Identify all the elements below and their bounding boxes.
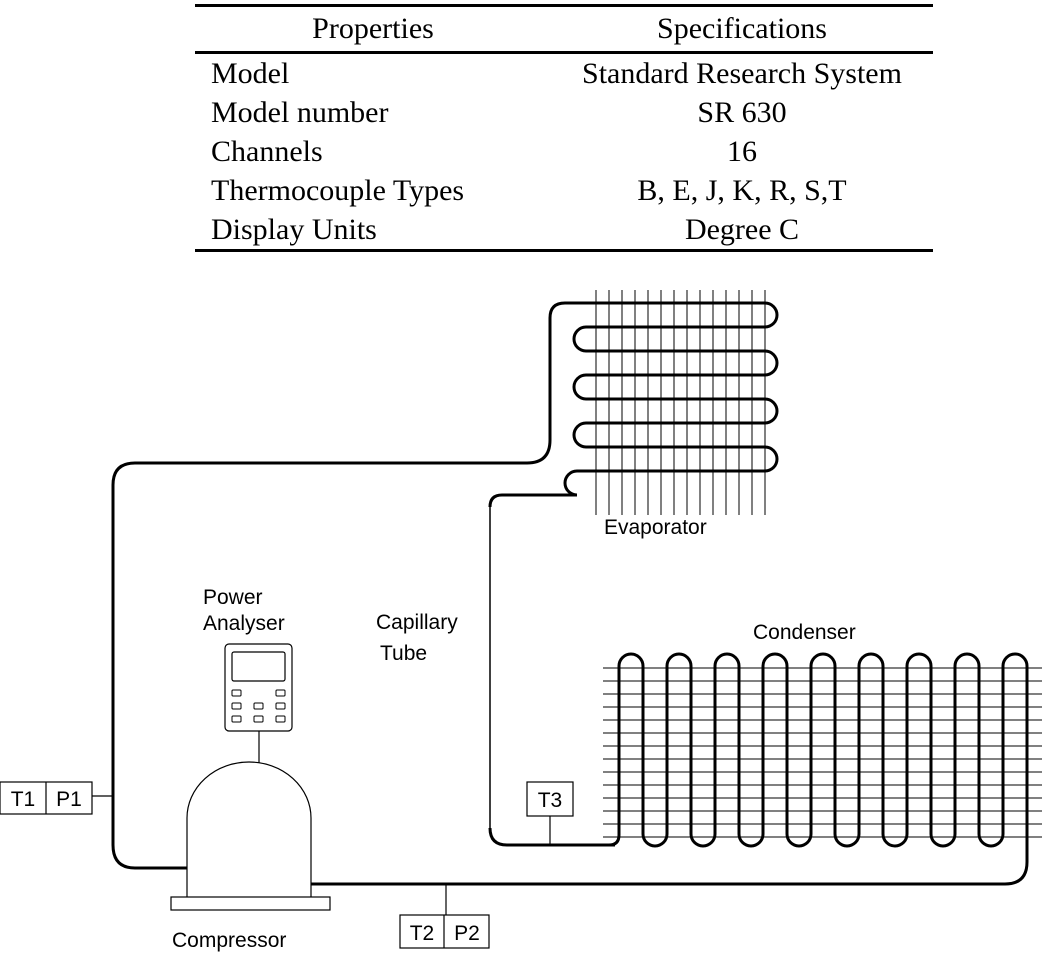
suction-line bbox=[111, 301, 779, 870]
header-properties: Properties bbox=[195, 4, 551, 54]
compressor-label: Compressor bbox=[172, 929, 286, 952]
row-value: 16 bbox=[727, 135, 757, 168]
compressor bbox=[170, 761, 331, 911]
p1-label: P1 bbox=[56, 788, 82, 811]
row-value: SR 630 bbox=[697, 96, 787, 129]
table-header-row: Properties Specifications bbox=[195, 4, 933, 54]
row-property: Model number bbox=[211, 96, 389, 129]
row-property: Display Units bbox=[195, 210, 551, 252]
sensor-t1-p1: T1 P1 bbox=[0, 781, 113, 815]
discharge-line bbox=[311, 652, 1029, 886]
power-analyser-label-line2: Analyser bbox=[203, 612, 285, 635]
row-value: B, E, J, K, R, S,T bbox=[637, 174, 847, 207]
power-analyser-device bbox=[224, 643, 293, 763]
row-property: Model bbox=[211, 57, 290, 90]
evaporator-label: Evaporator bbox=[604, 516, 707, 539]
sensor-t2-p2: T2 P2 bbox=[399, 884, 490, 949]
condenser-fins bbox=[603, 667, 1042, 838]
compressor-base bbox=[170, 896, 331, 911]
table-row: Model Standard Research System bbox=[195, 53, 933, 94]
capillary-label-line2: Tube bbox=[380, 642, 427, 665]
table-row: Model number SR 630 bbox=[195, 93, 933, 132]
t2-label: T2 bbox=[410, 922, 435, 945]
sensor-t3: T3 bbox=[526, 781, 574, 845]
power-analyser-keys bbox=[231, 689, 286, 723]
row-value: Degree C bbox=[551, 210, 933, 252]
row-property: Thermocouple Types bbox=[211, 174, 465, 207]
evaporator-fins bbox=[595, 290, 766, 515]
t1-label: T1 bbox=[11, 788, 36, 811]
t3-label: T3 bbox=[538, 789, 563, 812]
power-analyser-label-line1: Power bbox=[203, 586, 263, 609]
condenser-label: Condenser bbox=[753, 621, 856, 644]
compressor-dome bbox=[186, 761, 312, 897]
table-row: Thermocouple Types B, E, J, K, R, S,T bbox=[195, 171, 933, 210]
row-value: Standard Research System bbox=[582, 57, 902, 90]
capillary-label-line1: Capillary bbox=[376, 611, 458, 634]
specifications-table: Properties Specifications Model Standard… bbox=[195, 4, 933, 252]
liquid-line bbox=[488, 827, 615, 847]
table-row: Display Units Degree C bbox=[195, 210, 933, 252]
table-row: Channels 16 bbox=[195, 132, 933, 171]
power-analyser-screen bbox=[231, 651, 286, 682]
row-property: Channels bbox=[211, 135, 323, 168]
header-specifications: Specifications bbox=[551, 4, 933, 54]
p2-label: P2 bbox=[454, 922, 480, 945]
